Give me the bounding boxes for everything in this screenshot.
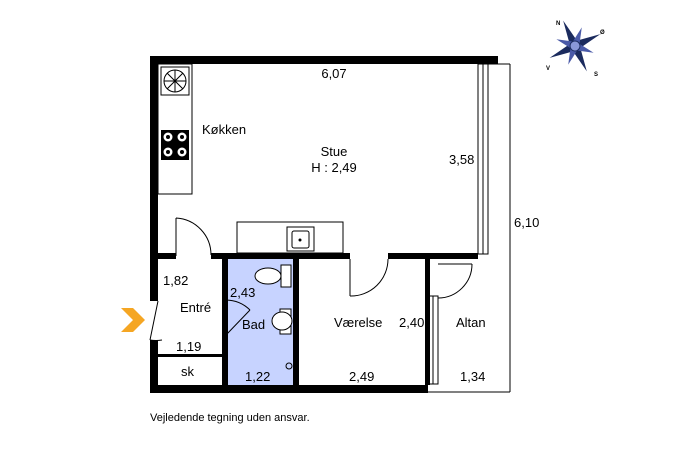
disclaimer-text: Vejledende tegning uden ansvar. [150,412,310,424]
room-label-entry: Entré [180,300,212,315]
dim-bath-depth: 2,43 [230,285,256,300]
dim-living-depth: 3,58 [449,152,475,167]
extractor-fan-icon [160,66,190,96]
room-height-living: H : 2,49 [311,160,357,175]
floor-drain-icon [285,362,293,370]
dim-total-depth: 6,10 [514,215,540,230]
toilet-icon [254,264,292,288]
entry-arrow-icon [121,308,145,332]
door-swings [149,217,473,341]
compass-w-label: V [546,66,550,72]
balcony-outline [428,63,511,393]
compass-rose-icon [549,20,601,72]
dim-entry-depth: 1,82 [163,273,189,288]
room-label-bath: Bad [242,317,266,332]
compass-n-label: N [556,21,560,27]
room-label-kitchen: Køkken [202,122,247,137]
dim-bedroom-depth: 2,40 [399,315,425,330]
interior-walls [158,253,478,385]
room-label-closet: sk [181,364,194,379]
stove-icon [161,130,189,160]
dim-entry-width: 1,19 [176,339,202,354]
dim-balcony-width: 1,34 [460,369,486,384]
compass-e-label: Ø [600,30,605,36]
windows [427,63,489,385]
room-label-living: Stue [320,144,348,159]
dim-bedroom-width: 2,49 [349,369,375,384]
room-label-bedroom: Værelse [334,315,383,330]
dim-bath-width: 1,22 [245,369,271,384]
kitchen-counter [157,63,344,254]
room-label-balcony: Altan [456,315,486,330]
sink-drain [298,238,302,242]
exterior-walls [150,56,498,393]
compass-s-label: S [594,72,598,78]
dim-top-width: 6,07 [321,66,347,81]
washbasin-icon [271,308,293,335]
